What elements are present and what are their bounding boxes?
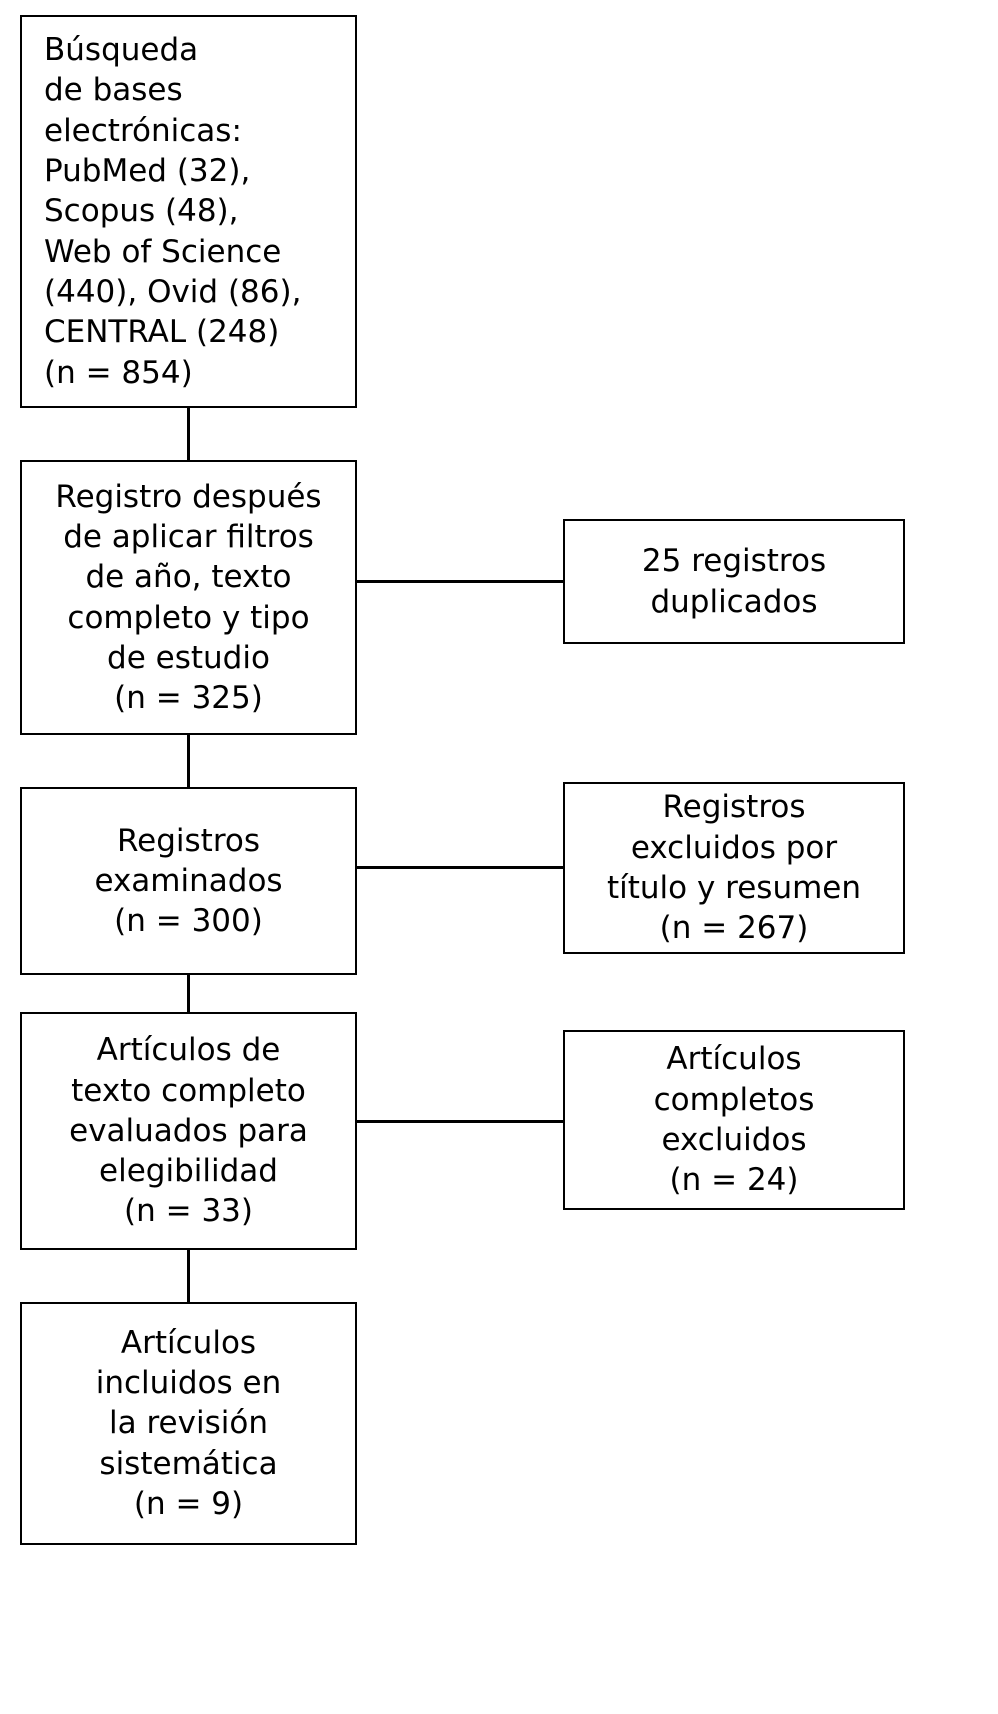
- connector-stage3-exclusion2: [355, 866, 565, 869]
- stage-box-incluidos: Artículos incluidos en la revisión siste…: [20, 1302, 357, 1545]
- connector-stage4-exclusion3: [355, 1120, 565, 1123]
- stage-box-elegibilidad: Artículos de texto completo evaluados pa…: [20, 1012, 357, 1250]
- connector-stage3-stage4: [187, 975, 190, 1012]
- connector-stage2-exclusion1: [355, 580, 565, 583]
- connector-stage2-stage3: [187, 735, 190, 787]
- exclusion-box-excluidos-completos: Artículos completos excluidos (n = 24): [563, 1030, 905, 1210]
- stage-box-examinados: Registros examinados (n = 300): [20, 787, 357, 975]
- connector-stage1-stage2: [187, 408, 190, 462]
- exclusion-box-excluidos-titulo-resumen: Registros excluidos por título y resumen…: [563, 782, 905, 954]
- connector-stage4-stage5: [187, 1250, 190, 1302]
- exclusion-box-duplicados: 25 registros duplicados: [563, 519, 905, 644]
- stage-box-filtros: Registro después de aplicar filtros de a…: [20, 460, 357, 735]
- stage-box-identificacion: Búsqueda de bases electrónicas: PubMed (…: [20, 15, 357, 408]
